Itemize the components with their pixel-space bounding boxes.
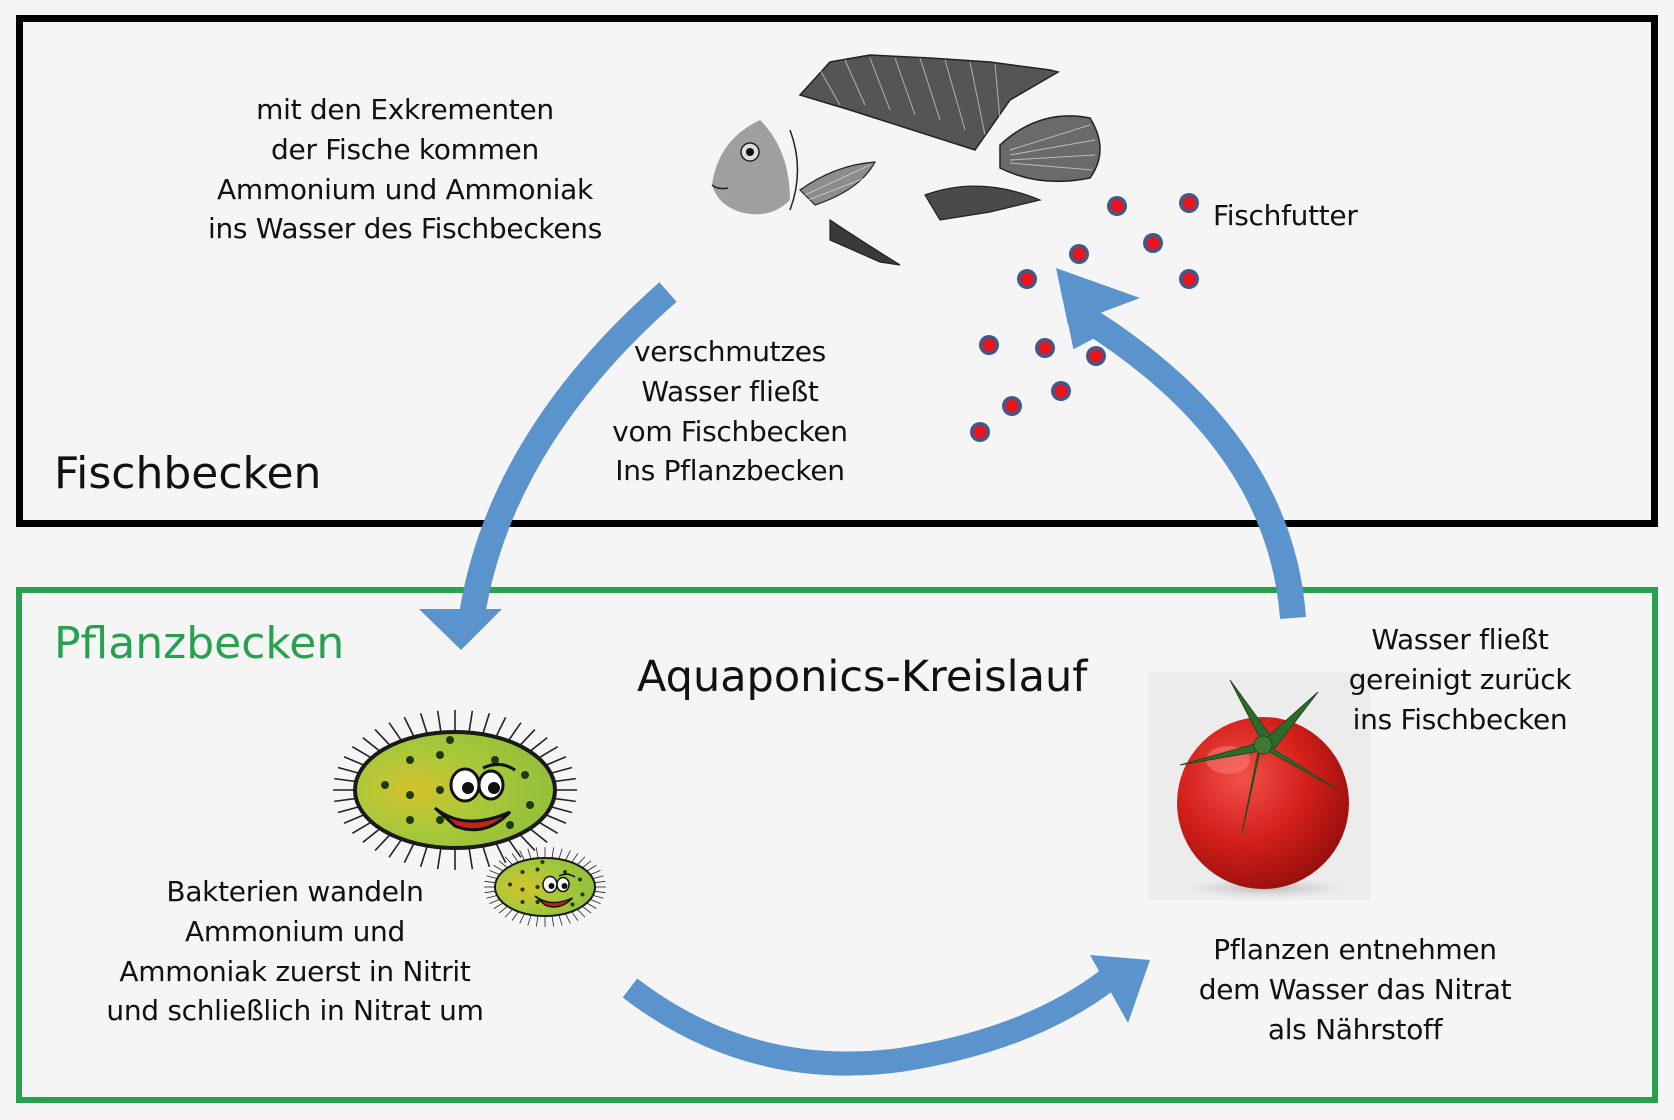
bacteria-pupil [488,782,500,794]
annotation-line: der Fische kommen [271,132,539,166]
bacteria-spot [520,887,525,892]
annotation-line: Pflanzen entnehmen [1213,933,1497,966]
arrow-clean-water-flow [1056,268,1306,619]
feed-pellet-core [1146,236,1160,250]
feed-pellet-core [1054,384,1068,398]
arrow-dirty-water-flow [419,282,677,650]
annotation-line: Wasser fließt [641,374,819,408]
annotation-line: Ammoniak zuerst in Nitrit [119,954,471,988]
annotation-line: Wasser fließt [1371,623,1549,656]
bacteria-spot [535,900,540,904]
bacteria-spot [436,751,444,759]
excrements-annotation: mit den Exkrementen der Fische kommen Am… [180,90,630,249]
feed-pellet-core [1005,399,1019,413]
tomato-illustration [1148,672,1370,900]
feed-pellets [970,193,1199,442]
annotation-line: Bakterien wandeln [166,875,424,908]
bacteria-spot [535,885,540,889]
bacteria-spot [436,816,444,824]
feed-pellet-core [1038,341,1052,355]
annotation-line: als Nährstoff [1267,1012,1443,1046]
feed-pellet-core [1072,247,1086,261]
bacteria-spot [540,860,545,864]
bacteria-spot [406,791,414,799]
bacteria-spot [520,870,525,874]
bacteria-spot [446,736,454,744]
bacteria-spot [506,821,514,829]
dirty-water-annotation: verschmutzes Wasser fließt vom Fischbeck… [590,332,870,491]
fish-feed-label: Fischfutter [1213,199,1358,232]
bacteria-brow [482,763,516,772]
bacteria-spot [580,892,585,897]
bacteria-annotation: Bakterien wandeln Ammonium und Ammoniak … [90,872,500,1031]
feed-pellet-core [1089,349,1103,363]
bacteria-spot [491,756,499,764]
feed-pellet-core [1020,272,1034,286]
bacteria-pupil [561,883,568,889]
bacteria-illustration [333,710,577,870]
bacteria-mouth [534,895,574,908]
feed-pellet-core [982,338,996,352]
plant-tank-label: Pflanzbecken [54,618,345,669]
annotation-line: ins Fischbecken [1352,702,1568,736]
bacteria-pupil [548,883,555,889]
feed-pellet-core [1182,196,1196,210]
fish-tank-label: Fischbecken [54,448,322,499]
annotation-line: Ammonium und [185,914,405,948]
annotation-line: Ins Pflanzbecken [615,454,845,488]
bacteria-spot [526,801,534,809]
bacteria-spot [381,781,389,789]
bacteria-spot [520,900,525,904]
bacteria-brow [558,873,576,878]
annotation-line: verschmutzes [634,335,826,368]
bacteria-spot [563,870,567,874]
feed-pellet-core [1110,199,1124,213]
bacteria-spot [521,771,529,779]
annotation-line: Ammonium und Ammoniak [217,172,593,206]
bacteria-pupil [462,782,474,794]
annotation-line: dem Wasser das Nitrat [1198,972,1512,1006]
bacteria-spot [570,902,575,907]
bacteria-spot [406,756,414,764]
annotation-line: gereinigt zurück [1348,662,1572,696]
bacteria-spot [406,816,414,824]
fish-tank-box [16,15,1658,527]
bacteria-spot [578,877,582,882]
arrow-nitrate-flow [622,955,1150,1076]
plant-tank-box [16,587,1658,1103]
annotation-line: und schließlich in Nitrat um [106,994,484,1028]
bacteria-spot [436,786,444,794]
bacteria-spot [508,882,512,887]
bacteria-illustration-small [484,847,606,927]
annotation-line: vom Fischbecken [612,414,848,448]
annotation-line: mit den Exkrementen [256,93,554,126]
bacteria-mouth [433,806,512,832]
clean-water-annotation: Wasser fließt gereinigt zurück ins Fisch… [1320,620,1600,739]
annotation-line: ins Wasser des Fischbeckens [207,212,603,246]
diagram-title: Aquaponics-Kreislauf [637,652,1088,702]
feed-pellet-core [1182,272,1196,286]
bacteria-spot [535,867,540,872]
plants-annotation: Pflanzen entnehmen dem Wasser das Nitrat… [1170,930,1540,1049]
feed-pellet-core [973,425,987,439]
fish-illustration [711,54,1101,266]
